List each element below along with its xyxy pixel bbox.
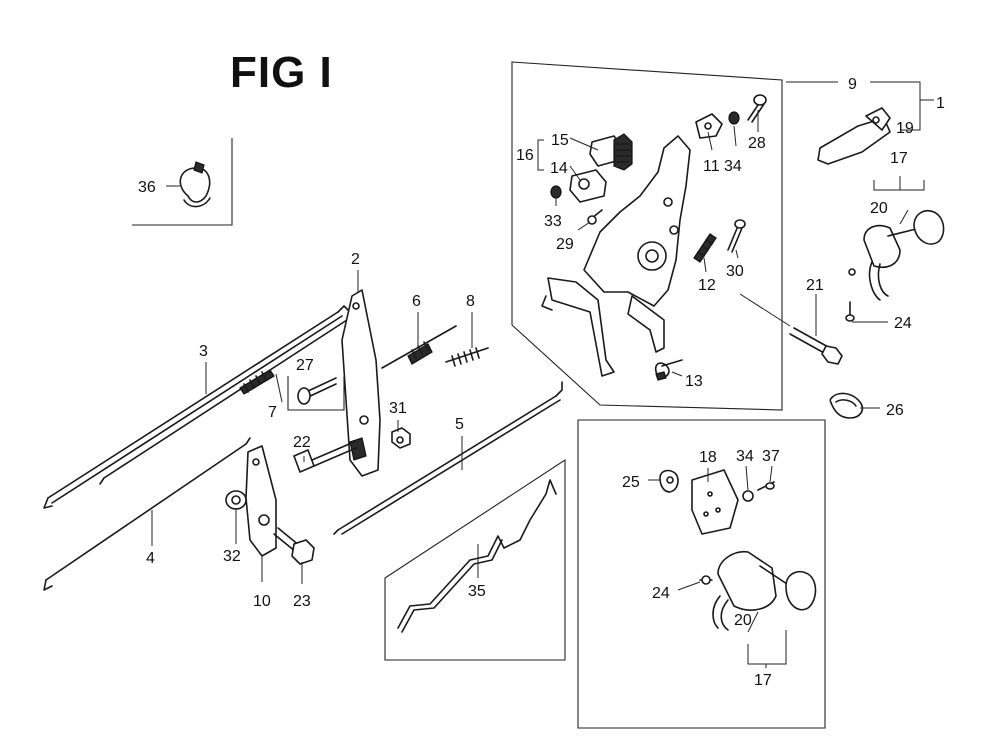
- part-19-bracket: [817, 107, 891, 165]
- callout-9: 9: [848, 76, 857, 93]
- part-9-control-plate: [541, 135, 691, 377]
- part-27-bracket: [287, 376, 345, 411]
- part-18-plate: [691, 469, 739, 535]
- callout-4: 4: [146, 550, 155, 567]
- part-27-bolt: [297, 377, 337, 405]
- part-36-clip: [179, 161, 211, 208]
- callout-15: 15: [551, 132, 569, 149]
- part-26-clip: [829, 392, 864, 419]
- callout-1: 1: [936, 95, 945, 112]
- callout-36: 36: [138, 179, 156, 196]
- callout-labels: 1 2 3 4 5 6 7 8 9 10 11 12 13 14 15 16 1…: [138, 76, 945, 689]
- callout-37: 37: [762, 448, 780, 465]
- part-4-rod: [43, 437, 251, 591]
- callout-26: 26: [886, 402, 904, 419]
- part-8-spring: [445, 347, 489, 367]
- part-21-bolt: [789, 327, 843, 365]
- part-34-washer-lower: [742, 490, 754, 502]
- callout-23: 23: [293, 593, 311, 610]
- callout-22: 22: [293, 434, 311, 451]
- part-5-rod: [333, 381, 563, 535]
- callout-21: 21: [806, 277, 824, 294]
- callout-18: 18: [699, 449, 717, 466]
- callout-34-top: 34: [724, 158, 742, 175]
- part-24-screw-lower: [699, 575, 713, 585]
- callout-10: 10: [253, 593, 271, 610]
- callout-27: 27: [296, 357, 314, 374]
- part-36-frame: [132, 138, 233, 226]
- callout-11: 11: [703, 158, 720, 175]
- part-6-pin: [381, 325, 457, 369]
- callout-3: 3: [199, 343, 208, 360]
- callout-32: 32: [223, 548, 241, 565]
- part-33-washer: [550, 185, 562, 199]
- callout-19: 19: [896, 120, 914, 137]
- callout-7: 7: [268, 404, 277, 421]
- callout-25: 25: [622, 474, 640, 491]
- callout-24-lower: 24: [652, 585, 670, 602]
- callout-17-right: 17: [890, 150, 908, 167]
- callout-5: 5: [455, 416, 464, 433]
- callout-16: 16: [516, 147, 534, 164]
- governor-plate-frame: [511, 61, 783, 411]
- part-31-nut: [391, 427, 411, 449]
- callout-28: 28: [748, 135, 766, 152]
- part-23-bolt: [273, 527, 315, 565]
- part-15-switch: [589, 133, 633, 171]
- figure-title: FIG I: [230, 48, 333, 97]
- frames: [132, 61, 826, 729]
- callout-12: 12: [698, 277, 716, 294]
- callout-13: 13: [685, 373, 703, 390]
- leaders: [151, 81, 934, 668]
- part-14-switch: [569, 169, 607, 203]
- part-28-bolt: [747, 94, 767, 123]
- part-10-lever: [245, 445, 277, 557]
- callout-35: 35: [468, 583, 486, 600]
- part-34-washer-top: [728, 111, 740, 125]
- part-12-spring: [693, 233, 717, 263]
- part-20-switch-right: [848, 210, 945, 301]
- callout-31: 31: [389, 400, 407, 417]
- callout-24-right: 24: [894, 315, 912, 332]
- callout-8: 8: [466, 293, 475, 310]
- callout-2: 2: [351, 251, 360, 268]
- part-25-nut: [659, 469, 679, 493]
- part-3-throttle-rod: [43, 305, 349, 509]
- callout-17-lower: 17: [754, 672, 772, 689]
- callout-29: 29: [556, 236, 574, 253]
- part-29-screw: [587, 209, 603, 225]
- part-24-screw-right: [845, 301, 855, 322]
- part-11-switch: [695, 113, 723, 139]
- part-20-switch-lower: [712, 550, 817, 631]
- part-2-lever: [341, 289, 381, 477]
- part-7-rod: [99, 317, 351, 485]
- parts: [43, 94, 945, 633]
- part-32-washer: [225, 490, 247, 510]
- callout-14: 14: [550, 160, 568, 177]
- switch-assembly-frame: [577, 419, 826, 729]
- callout-20-right: 20: [870, 200, 888, 217]
- part-35-rod: [397, 479, 557, 633]
- callout-30: 30: [726, 263, 744, 280]
- callout-20-lower: 20: [734, 612, 752, 629]
- part-37-screw: [757, 481, 775, 491]
- rod-35-frame: [384, 458, 566, 661]
- callout-33: 33: [544, 213, 562, 230]
- part-30-bolt: [727, 219, 746, 253]
- part-13-clip: [654, 359, 683, 381]
- callout-34-lower: 34: [736, 448, 754, 465]
- callout-6: 6: [412, 293, 421, 310]
